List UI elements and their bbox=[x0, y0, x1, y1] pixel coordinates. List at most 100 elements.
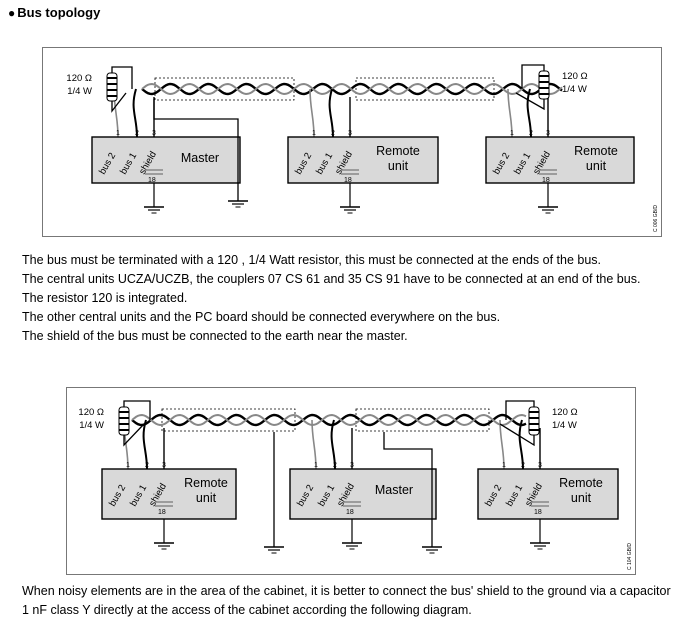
pin-number: 18 bbox=[344, 177, 352, 184]
pin-number: 3 bbox=[162, 462, 166, 469]
pin-number: 18 bbox=[158, 509, 166, 516]
resistor-value-label: 120 Ω bbox=[78, 407, 104, 418]
resistor-icon bbox=[528, 406, 540, 436]
pin-number: 3 bbox=[350, 462, 354, 469]
pin-number: 2 bbox=[521, 462, 525, 469]
pin-number: 2 bbox=[145, 462, 149, 469]
pin-number: 3 bbox=[538, 462, 542, 469]
unit-name: unit bbox=[586, 159, 607, 173]
bus-wire-1 bbox=[141, 82, 563, 96]
cable-shield-dashed bbox=[161, 408, 296, 432]
pin-number: 1 bbox=[314, 462, 318, 469]
resistor-power-label: 1/4 W bbox=[79, 420, 104, 431]
bus-wire-2 bbox=[141, 82, 563, 96]
resistor-lead bbox=[123, 400, 151, 420]
section-heading: ●Bus topology bbox=[8, 5, 100, 20]
unit-name: unit bbox=[571, 491, 592, 505]
unit-name: unit bbox=[388, 159, 409, 173]
unit-name: unit bbox=[196, 491, 217, 505]
unit-box bbox=[91, 136, 241, 184]
capacitor-paragraph: When noisy elements are in the area of t… bbox=[22, 582, 671, 620]
pin-number: 2 bbox=[529, 130, 533, 137]
pin-number: 1 bbox=[510, 130, 514, 137]
drop-wire bbox=[132, 88, 138, 138]
pin-number: 1 bbox=[116, 130, 120, 137]
figure-code: C 006 GB/D bbox=[653, 205, 659, 232]
unit-name: Remote bbox=[559, 476, 603, 490]
drop-wire bbox=[330, 419, 336, 470]
resistor-icon bbox=[118, 406, 130, 436]
pin-number: 3 bbox=[546, 130, 550, 137]
unit-box bbox=[485, 136, 635, 184]
drop-wire bbox=[507, 88, 513, 138]
figure-code: C 104 GB/D bbox=[627, 543, 633, 570]
pin-number: 18 bbox=[148, 177, 156, 184]
heading-text: Bus topology bbox=[17, 5, 101, 20]
resistor-power-label: 1/4 W bbox=[552, 420, 577, 431]
drop-wire bbox=[518, 419, 524, 470]
pin-number: 3 bbox=[152, 130, 156, 137]
unit-box bbox=[477, 468, 619, 520]
unit-box bbox=[289, 468, 437, 520]
unit-name: Master bbox=[181, 151, 219, 165]
text-line: When noisy elements are in the area of t… bbox=[22, 584, 671, 598]
bus-wire-2 bbox=[131, 413, 527, 427]
resistor-value-label: 120 Ω bbox=[66, 73, 92, 84]
pin-number: 2 bbox=[333, 462, 337, 469]
drop-wire bbox=[328, 88, 334, 138]
resistor-lead bbox=[515, 92, 545, 111]
text-line: The bus must be terminated with a 120 , … bbox=[22, 253, 602, 267]
bullet-icon: ● bbox=[8, 6, 16, 20]
resistor-lead bbox=[123, 423, 145, 447]
pin-number: 1 bbox=[312, 130, 316, 137]
pin-number: 1 bbox=[502, 462, 506, 469]
drop-wire bbox=[309, 88, 315, 138]
cable-shield-dashed bbox=[355, 77, 495, 101]
text-line: The resistor 120 is integrated. bbox=[22, 291, 188, 305]
text-line: The other central units and the PC board… bbox=[22, 310, 501, 324]
unit-box bbox=[101, 468, 237, 520]
pin-number: 1 bbox=[126, 462, 130, 469]
bus-wire-1 bbox=[131, 413, 527, 427]
unit-name: Master bbox=[375, 483, 413, 497]
resistor-lead bbox=[111, 92, 127, 113]
shield-earth-wire bbox=[383, 432, 433, 547]
resistor-icon bbox=[538, 70, 550, 100]
text-line: 1 nF class Y directly at the access of t… bbox=[22, 603, 472, 617]
unit-name: Remote bbox=[184, 476, 228, 490]
resistor-value-label: 120 Ω bbox=[562, 71, 588, 82]
master-shield-earth bbox=[153, 99, 239, 201]
unit-name: Remote bbox=[376, 144, 420, 158]
drop-wire bbox=[526, 88, 532, 138]
resistor-value-label: 120 Ω bbox=[552, 407, 578, 418]
resistor-power-label: 1/4 W bbox=[562, 84, 587, 95]
cable-shield-dashed bbox=[355, 408, 490, 432]
resistor-lead bbox=[505, 400, 535, 420]
pin-number: 2 bbox=[331, 130, 335, 137]
text-line: The central units UCZA/UCZB, the coupler… bbox=[22, 272, 641, 286]
description-paragraph: The bus must be terminated with a 120 , … bbox=[22, 251, 640, 346]
resistor-lead bbox=[111, 66, 133, 89]
unit-box bbox=[287, 136, 439, 184]
resistor-power-label: 1/4 W bbox=[67, 86, 92, 97]
pin-number: 18 bbox=[542, 177, 550, 184]
pin-number: 18 bbox=[534, 509, 542, 516]
resistor-lead bbox=[499, 423, 535, 447]
drop-wire bbox=[311, 419, 317, 470]
pin-number: 3 bbox=[348, 130, 352, 137]
resistor-icon bbox=[106, 72, 118, 102]
resistor-lead bbox=[521, 64, 545, 89]
unit-name: Remote bbox=[574, 144, 618, 158]
text-line: The shield of the bus must be connected … bbox=[22, 329, 408, 343]
pin-number: 2 bbox=[135, 130, 139, 137]
pin-number: 18 bbox=[346, 509, 354, 516]
drop-wire bbox=[142, 419, 148, 470]
